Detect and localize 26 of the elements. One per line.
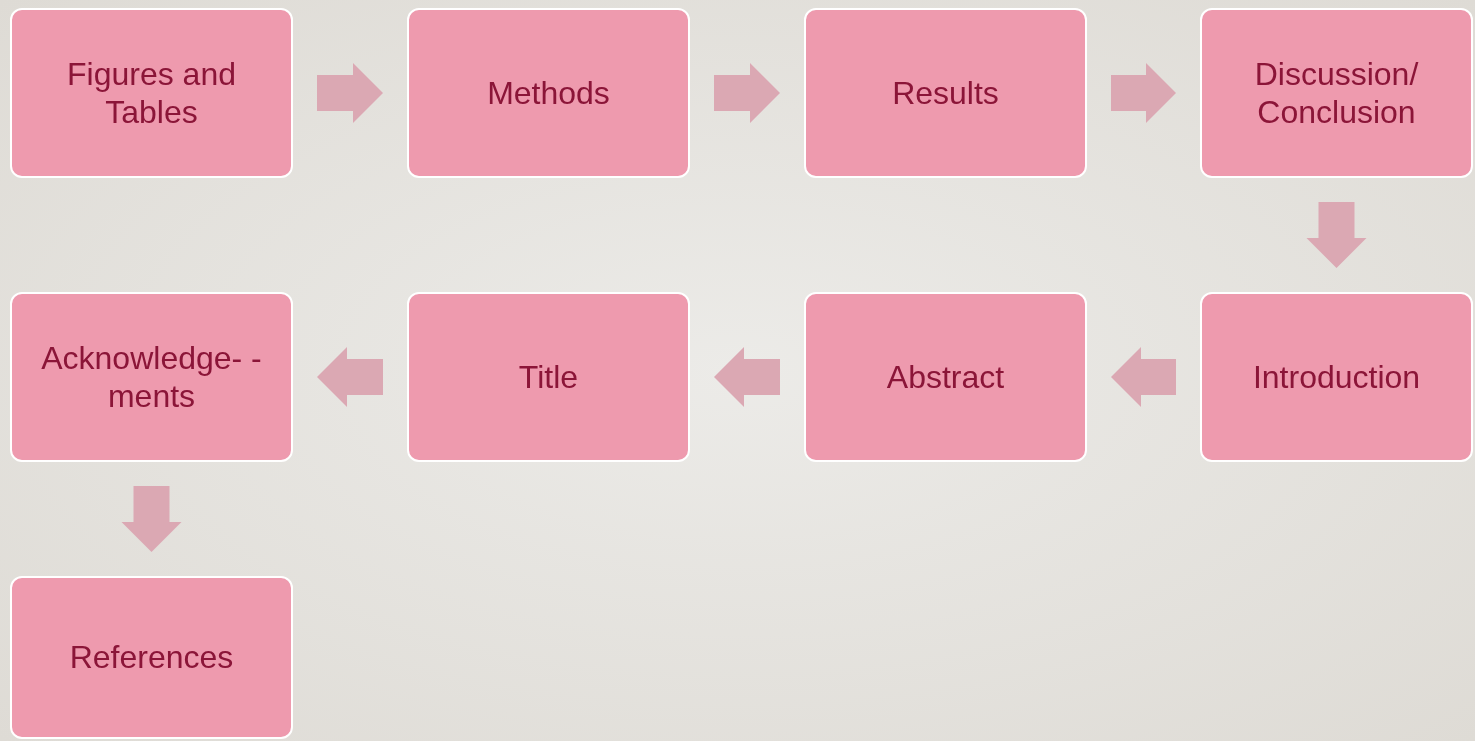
block-arrow: [1111, 347, 1176, 407]
block-arrow: [1306, 202, 1367, 268]
process-box: [10, 292, 293, 462]
process-box: [10, 8, 293, 178]
box-label: Acknowledge- -ments: [40, 338, 263, 416]
box-label: Introduction: [1252, 357, 1421, 397]
process-box: [407, 292, 690, 462]
process-box: [804, 292, 1087, 462]
box-label: Results: [892, 73, 999, 113]
process-box: [407, 8, 690, 178]
box-label: Discussion/ Conclusion: [1253, 54, 1420, 132]
block-arrow: [317, 347, 383, 407]
block-arrow: [714, 63, 780, 123]
block-arrow: [317, 63, 383, 123]
box-label: Methods: [487, 73, 610, 113]
block-arrow: [121, 486, 182, 552]
box-label: Title: [518, 357, 579, 397]
process-box: [10, 576, 293, 739]
process-box: [1200, 8, 1473, 178]
box-label: Figures and Tables: [66, 54, 237, 132]
box-label: References: [69, 638, 234, 677]
box-label: Abstract: [886, 357, 1005, 397]
block-arrow: [1111, 63, 1176, 123]
block-arrow: [714, 347, 780, 407]
process-box: [804, 8, 1087, 178]
process-box: [1200, 292, 1473, 462]
